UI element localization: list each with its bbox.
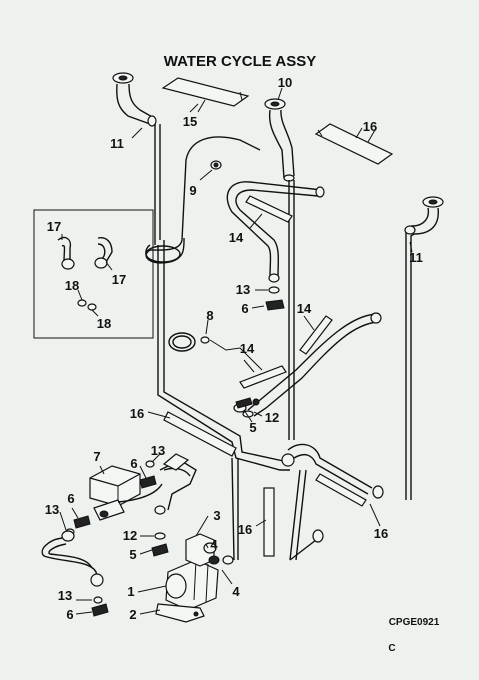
tape-15-left (161, 77, 250, 113)
callout-label: 11 (110, 136, 124, 151)
pump-supply-hose (231, 457, 239, 561)
callout-label: 6 (130, 456, 137, 471)
revision-letter: C (388, 643, 395, 654)
lower-left-hose (41, 530, 104, 587)
connector-12-5-lower (151, 532, 169, 557)
callout-label: 4 (210, 537, 218, 552)
callout-label: 14 (297, 301, 312, 316)
connector-13-6-center (265, 286, 285, 311)
callout-label: 6 (66, 607, 73, 622)
pressure-hose-coil (145, 136, 261, 264)
callout-label: 12 (265, 410, 279, 425)
tape-15-right (314, 123, 394, 165)
callout-label: 6 (67, 491, 74, 506)
drain-pump (155, 533, 234, 623)
drain-hose-right (404, 196, 444, 500)
callout-label: 8 (206, 308, 213, 323)
callout-labels: 11 10 15 16 9 14 11 17 17 18 18 13 6 8 1… (45, 75, 423, 622)
connector-12-5-center (235, 397, 254, 418)
inset-box (33, 209, 154, 339)
center-hose-14-upper (226, 181, 325, 283)
callout-label: 7 (93, 449, 100, 464)
callout-label: 14 (240, 341, 255, 356)
callout-label: 16 (238, 522, 252, 537)
callout-label: 16 (363, 119, 377, 134)
callout-label: 14 (229, 230, 244, 245)
callout-label: 16 (374, 526, 388, 541)
fill-hose-center (264, 98, 295, 440)
hose-8-loop (168, 332, 263, 371)
callout-label: 11 (409, 250, 423, 265)
tape-14-middle (239, 315, 333, 389)
callout-label: 2 (129, 607, 136, 622)
callout-label: 5 (129, 547, 136, 562)
callout-label: 17 (112, 272, 126, 287)
valve-7 (89, 453, 197, 521)
callout-label: 18 (65, 278, 79, 293)
callout-label: 12 (123, 528, 137, 543)
callout-label: 5 (249, 420, 256, 435)
callout-label: 3 (213, 508, 220, 523)
drain-hose-left (112, 72, 161, 245)
callout-label: 17 (47, 219, 61, 234)
callout-label: 13 (45, 502, 59, 517)
callout-label: 13 (58, 588, 72, 603)
callout-label: 6 (241, 301, 248, 316)
lower-hose-16 (157, 240, 384, 561)
diagram-title: WATER CYCLE ASSY (164, 53, 317, 70)
drawing-code: CPGE0921 (389, 617, 440, 628)
callout-label: 4 (232, 584, 240, 599)
callout-label: 10 (278, 75, 292, 90)
callout-label: 13 (236, 282, 250, 297)
callout-label: 18 (97, 316, 111, 331)
callout-label: 13 (151, 443, 165, 458)
callout-label: 15 (183, 114, 197, 129)
callout-label: 1 (127, 584, 134, 599)
callout-label: 16 (130, 406, 144, 421)
leader-lines (59, 87, 413, 615)
callout-label: 9 (189, 183, 196, 198)
connector-13-6-lower (91, 596, 109, 617)
